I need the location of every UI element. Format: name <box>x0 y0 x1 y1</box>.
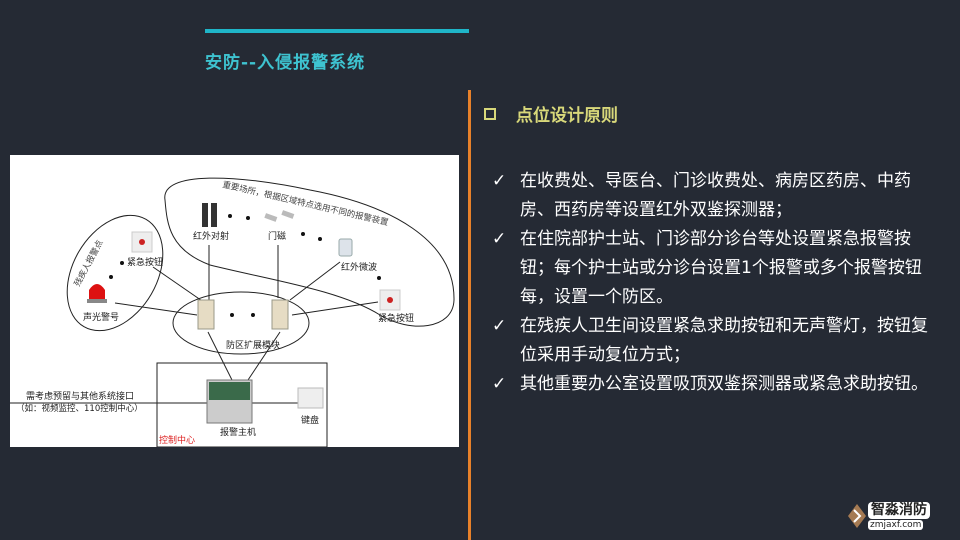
disabled-area-outline <box>66 214 164 332</box>
list-item: ✓ 其他重要办公室设置吸顶双鉴探测器或紧急求助按钮。 <box>492 370 942 399</box>
alarm-host-icon <box>206 379 253 424</box>
ellipsis-dots <box>109 214 381 317</box>
check-icon: ✓ <box>492 171 507 191</box>
door-contact-icon <box>264 210 295 222</box>
logo-name: 智淼消防 <box>868 502 930 519</box>
ir-beam-icon <box>202 203 217 227</box>
keypad-icon <box>297 387 324 409</box>
module-area-outline <box>172 291 310 355</box>
list-item: ✓ 在收费处、导医台、门诊收费处、病房区药房、中药房、西药房等设置红外双鉴探测器； <box>492 167 942 225</box>
zone-module-icon <box>197 299 289 330</box>
bullet-text: 在残疾人卫生间设置紧急求助按钮和无声警灯，按钮复位采用手动复位方式； <box>520 316 928 365</box>
important-area-outline <box>164 177 455 327</box>
interface-example: （如：视频监控、110控制中心） <box>16 403 143 414</box>
page-title: 安防--入侵报警系统 <box>205 53 366 73</box>
bullet-text: 在住院部护士站、门诊部分诊台等处设置紧急报警按钮；每个护士站或分诊台设置1个报警… <box>520 229 922 307</box>
control-center-label: 控制中心 <box>159 434 195 446</box>
emergency-button-icon <box>131 231 153 253</box>
control-center-box <box>156 362 328 447</box>
siren-label: 声光警号 <box>83 311 119 323</box>
siren-icon <box>87 284 107 303</box>
alarm-system-diagram: 重要场所，根据区域特点选用不同的报警装置 残疾人报警点 紧急按钮 声光警号 红外… <box>10 155 459 447</box>
brand-logo: 智淼消防 zmjaxf.com <box>846 502 956 536</box>
logo-icon <box>848 504 866 528</box>
list-item: ✓ 在住院部护士站、门诊部分诊台等处设置紧急报警按钮；每个护士站或分诊台设置1个报… <box>492 225 942 312</box>
heading-text: 点位设计原则 <box>516 106 618 126</box>
disabled-area-label: 残疾人报警点 <box>72 238 106 289</box>
emergency-button-icon <box>379 289 401 311</box>
keypad-label: 键盘 <box>301 414 319 426</box>
check-icon: ✓ <box>492 316 507 336</box>
bullet-text: 其他重要办公室设置吸顶双鉴探测器或紧急求助按钮。 <box>520 374 928 394</box>
square-bullet-icon <box>484 108 496 120</box>
bullet-list: ✓ 在收费处、导医台、门诊收费处、病房区药房、中药房、西药房等设置红外双鉴探测器；… <box>492 167 942 399</box>
ir-microwave-label: 红外微波 <box>341 261 377 273</box>
emergency-button-right-label: 紧急按钮 <box>378 312 414 324</box>
zone-module-label: 防区扩展模块 <box>226 339 280 351</box>
ir-beam-label: 红外对射 <box>193 230 229 242</box>
alarm-host-label: 报警主机 <box>220 426 256 438</box>
bullet-text: 在收费处、导医台、门诊收费处、病房区药房、中药房、西药房等设置红外双鉴探测器； <box>520 171 911 220</box>
check-icon: ✓ <box>492 374 507 394</box>
list-item: ✓ 在残疾人卫生间设置紧急求助按钮和无声警灯，按钮复位采用手动复位方式； <box>492 312 942 370</box>
check-icon: ✓ <box>492 229 507 249</box>
ir-microwave-icon <box>338 238 353 257</box>
title-accent-line <box>205 29 469 33</box>
emergency-button-left-label: 紧急按钮 <box>127 256 163 268</box>
door-contact-label: 门磁 <box>268 230 286 242</box>
section-heading: 点位设计原则 <box>484 101 618 126</box>
divider-line <box>468 90 471 540</box>
important-area-label: 重要场所，根据区域特点选用不同的报警装置 <box>221 179 390 228</box>
logo-url: zmjaxf.com <box>868 520 924 530</box>
interface-note: 需考虑预留与其他系统接口 <box>26 390 134 402</box>
